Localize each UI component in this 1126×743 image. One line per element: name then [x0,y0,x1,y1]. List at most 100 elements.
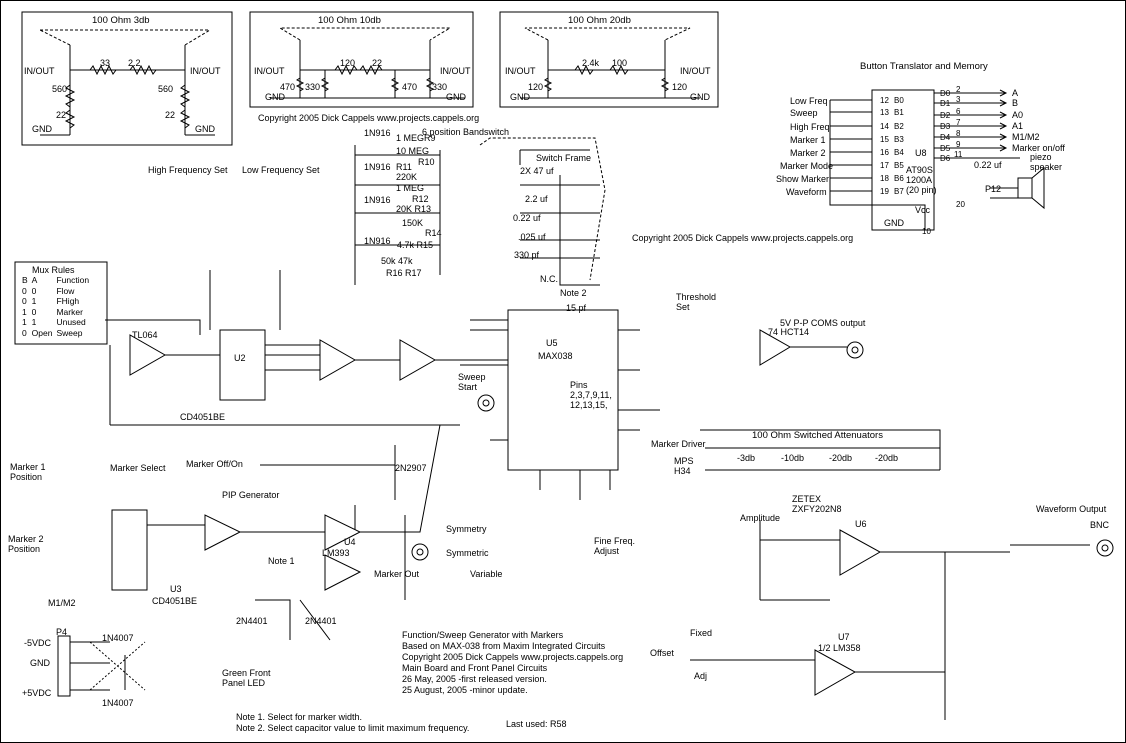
u8-out-pin: 8 [956,129,961,138]
mux-cell: Open [31,327,53,338]
bandswitch-drawing [354,137,606,286]
u8-pin: 16 [880,148,889,157]
r-value: 560 [158,84,174,94]
att-block: -20db [875,453,899,463]
mux-rules-box [14,261,108,345]
m1m2-label: M1/M2 [48,598,76,608]
u8-out-pin: 2 [956,85,961,94]
chip-label: CD4051BE [152,596,198,606]
atten-box-20db [499,11,719,108]
u8-label: U8 [915,148,927,158]
u8-vcc: Vcc [915,205,931,215]
mux-header: Function [56,275,90,285]
u8-out-label: A1 [1012,121,1024,131]
marker-select-label: Marker Select [110,463,166,473]
r-value: 470 [402,82,418,92]
marker-off-on-label: Marker Off/On [186,459,243,469]
footer-line: 25 August, 2005 -minor update. [402,685,528,695]
u8-output-arrows [934,89,1020,159]
u8-pin: 18 [880,174,889,183]
mux-cell: 1 [31,296,37,306]
amplitude-label: Amplitude [740,513,781,523]
u8-pin-vcc: 20 [956,200,965,209]
resistor-ref: R12 [412,194,429,204]
cap-value: 2X 47 uf [520,166,554,176]
u8-out-port: D5 [940,144,951,153]
bnc-sweep-start [477,394,495,412]
high-freq-set-label: High Frequency Set [148,165,228,175]
power-input [57,635,146,697]
u8-pin: 15 [880,135,889,144]
button-translator-title: Button Translator and Memory [860,61,988,72]
u8-out-port: D0 [940,89,951,98]
gnd-label: GND [446,92,466,102]
att-block: -3db [737,453,756,463]
u8-out-pin: 3 [956,95,961,104]
zetex-label: ZETEX ZXFY202N8 [792,494,842,514]
copyright-right: Copyright 2005 Dick Cappels www.projects… [632,233,854,243]
chip-label: 74 HCT14 [768,327,810,337]
chip-label: 2N4401 [305,616,337,626]
p4-label: P4 [56,627,68,637]
mux-cell: 0 [22,296,27,306]
marker-driver-label: Marker Driver [651,439,706,449]
u8-out-pin: 7 [956,118,961,127]
resistor-ref: R14 [425,228,442,238]
note-line: Note 2. Select capacitor value to limit … [236,723,470,733]
cap-value: .025 uf [518,232,546,242]
footer-line: Main Board and Front Panel Circuits [402,663,548,673]
chip-label: 1/2 LM358 [818,643,861,653]
u8-pin: 12 [880,96,889,105]
left-circuits [105,270,508,426]
mux-header: A [31,275,38,285]
mux-cell: Unused [56,317,86,327]
in-out-label: IN/OUT [190,66,221,76]
coms-output-label: 5V P-P COMS output [780,318,866,328]
note-line: Note 1. Select for marker width. [236,712,363,722]
adj-label: Adj [694,671,708,681]
atten-title-20db: 100 Ohm 20db [568,15,631,26]
symmetry-label: Symmetry [446,524,487,534]
u8-out-label: Marker on/off [1012,143,1065,153]
u8-port: B1 [894,108,904,117]
r-value: 2.2 [128,58,141,68]
footer-line: Copyright 2005 Dick Cappels www.projects… [402,652,624,662]
u8-out-pin: 9 [956,140,961,149]
u8-pin-gnd: 10 [922,227,931,236]
r-value: 120 [340,58,356,68]
mux-cell: 0 [22,327,27,338]
r-value: 22 [165,110,176,120]
chip-label: CD4051BE [180,412,226,422]
u8-out-label: M1/M2 [1012,132,1040,142]
u8-out-pin: 11 [954,150,963,159]
u8-port: B2 [894,122,904,131]
u8-out-port: D6 [940,154,951,163]
mux-cell: 1 [22,317,27,327]
marker-wiring [147,424,441,641]
fixed-label: Fixed [690,628,713,638]
nc-label: N.C. [540,274,558,284]
button-label: High Freq [790,122,830,132]
r-value: 22 [56,110,67,120]
u8-out-label: B [1012,98,1019,108]
mux-cell: Flow [56,285,75,296]
u8-pin: 13 [880,108,889,117]
mux-cell: Sweep [56,327,83,338]
pip-generator-label: PIP Generator [222,490,280,500]
atten-box-10db [249,11,474,108]
copyright-mid: Copyright 2005 Dick Cappels www.projects… [258,113,480,123]
switched-atten-wiring [700,429,941,471]
chip-label: U7 [838,632,850,642]
mux-cell: 0 [22,285,27,296]
fine-freq-label: Fine Freq. Adjust [594,536,636,556]
u8-port: B7 [894,187,904,196]
mux-cell: 0 [31,306,37,317]
button-label: Low Freq [790,96,828,106]
resistor-value: 4.7k R15 [397,240,434,250]
att-block: -20db [829,453,853,463]
u5-wiring [460,319,660,500]
u5-label: U5 [546,338,558,348]
button-label: Waveform [786,187,827,197]
